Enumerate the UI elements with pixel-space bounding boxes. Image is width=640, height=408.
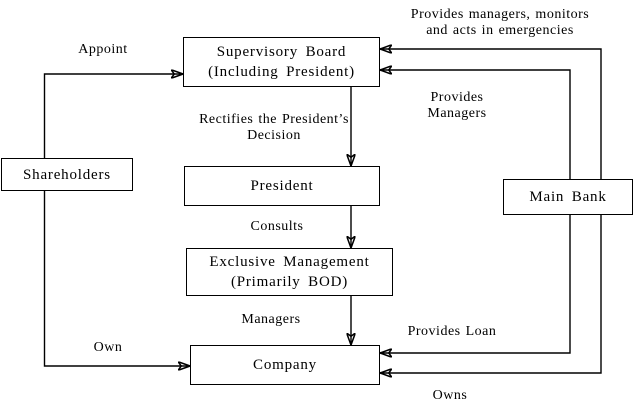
edge-label-consults: Consults [250,219,304,234]
arrow-mainbank-managers-supervisory [380,70,571,179]
node-supervisory-board-line2: (Including President) [208,64,355,80]
node-exclusive-management-line2: (Primarily BOD) [230,274,349,290]
edge-label-own: Own [93,340,123,355]
node-shareholders: Shareholders [1,158,133,191]
arrow-mainbank-monitors-supervisory [380,49,602,179]
edge-label-appoint: Appoint [78,42,128,57]
node-company-label: Company [253,357,317,373]
node-shareholders-label: Shareholders [23,166,111,183]
arrow-mainbank-loan-company [380,215,571,353]
edge-label-owns: Owns [432,388,468,403]
edge-label-provides-monitors: Provides managers, monitors and acts in … [395,7,605,39]
arrow-shareholders-appoint-supervisory [43,74,183,158]
edge-label-rectifies-decision: Rectifies the President’s Decision [172,112,376,144]
node-supervisory-board: Supervisory Board (Including President) [183,37,380,87]
edge-label-rectifies-decision-line2: Decision [247,128,301,143]
edge-label-provides-monitors-line1: Provides managers, monitors [410,7,590,22]
edge-label-provides-managers-line1: Provides [430,90,484,105]
edge-label-provides-managers-line2: Managers [427,106,487,121]
node-company: Company [190,345,380,385]
node-exclusive-management: Exclusive Management (Primarily BOD) [186,248,393,296]
edge-label-provides-monitors-line2: and acts in emergencies [426,23,574,38]
node-president-label: President [250,178,314,194]
node-president: President [184,166,380,206]
node-main-bank-label: Main Bank [529,189,607,205]
edge-label-rectifies-decision-line1: Rectifies the President’s [199,112,349,127]
node-exclusive-management-line1: Exclusive Management [209,254,370,270]
edge-label-provides-managers: Provides Managers [407,90,507,122]
edge-label-provides-loan: Provides Loan [407,324,497,339]
edge-label-managers: Managers [241,312,301,327]
arrow-mainbank-owns-company [380,215,602,373]
node-supervisory-board-line1: Supervisory Board [216,44,347,60]
node-main-bank: Main Bank [503,179,633,215]
arrow-shareholders-own-company [43,191,190,366]
